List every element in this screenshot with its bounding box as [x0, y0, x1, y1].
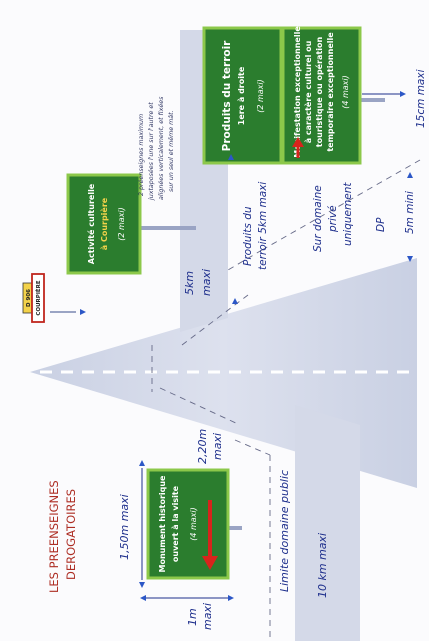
dim-5m-mini-label: 5m mini [404, 191, 416, 234]
title-line2: DEROGATOIRES [64, 489, 78, 580]
red-arrow-up-icon [292, 137, 304, 158]
dim-15cm-label: 15cm maxi [415, 69, 427, 128]
dim-arrow-icon [139, 582, 145, 588]
manif-sign-line1: Manifestation exceptionnelle [293, 26, 302, 158]
dim-arrow-icon [407, 172, 413, 178]
produits-sign [202, 26, 283, 165]
produits-sign-line2: 1ere à droite [237, 66, 246, 125]
dim-5km-label-b: maxi [200, 269, 213, 296]
dim-1m-label: 1m [186, 608, 199, 626]
culture-sign [66, 173, 142, 275]
manif-sign-line5: (4 maxi) [341, 75, 350, 109]
monument-sign-line1: Monument historique [158, 475, 167, 573]
town-sign [31, 273, 45, 323]
title-line1: LES PREENSEIGNES [47, 480, 61, 593]
produits-sign-line1: Produits du terroir [221, 40, 233, 152]
town-sign-road: D 906 [26, 289, 32, 307]
manif-sign-line4: temporaire exceptionnelle [326, 32, 335, 152]
monument-sign-line2: ouvert à la visite [171, 485, 180, 562]
culture-sign-group: Activité culturelle à Courpière (2 maxi) [66, 173, 196, 275]
red-arrow-down-icon [202, 500, 218, 570]
dim-5km-label: 5km [183, 271, 196, 295]
monument-sign-group: Monument historique ouvert à la visite (… [139, 460, 242, 601]
dim-arrow-icon [407, 256, 413, 262]
produits-terroir-label-b: terroir 5km maxi [257, 182, 269, 270]
manif-sign-line2: à caractère culturel ou [303, 40, 313, 143]
prive-label-b: privé [327, 205, 339, 233]
right-signs-group: Produits du terroir 1ere à droite (2 max… [202, 26, 406, 165]
dim-arrow-icon [228, 595, 234, 601]
side-road-right [295, 405, 360, 641]
dim-arrow-icon [232, 298, 238, 304]
dim-220-label-b: maxi [211, 433, 224, 460]
manif-sign [281, 26, 362, 165]
dim-10km-label: 10 km maxi [316, 533, 329, 598]
produits-sign-line3: (2 maxi) [256, 79, 265, 113]
monument-sign-line3: (4 maxi) [189, 507, 198, 541]
dim-arrow-icon [80, 309, 86, 315]
culture-sign-line1: Activité culturelle [86, 183, 96, 264]
dim-220-label: 2,20m [196, 429, 209, 464]
dim-150-label: 1,50m maxi [118, 494, 131, 560]
dp-label: DP [375, 217, 387, 232]
manif-sign-line3: touristique ou opération [314, 37, 324, 148]
note-line1: 2 préenseignes maximum [137, 114, 145, 196]
note-line2: juxtaposées l'une sur l'autre et [147, 102, 155, 201]
prive-label-a: Sur domaine [312, 185, 324, 252]
town-sign-name: COURPIÈRE [34, 280, 42, 315]
produits-terroir-label-a: Produits du [242, 206, 254, 266]
dim-arrow-icon [400, 91, 406, 97]
dim-arrow-icon [139, 460, 145, 466]
culture-sign-line2: à Courpière [99, 197, 109, 250]
culture-sign-line3: (2 maxi) [117, 207, 126, 241]
note-line3: alignées verticalement, et fixées [157, 96, 165, 200]
town-sign-group: D 906 COURPIÈRE [22, 273, 86, 323]
dim-1m-label-b: maxi [201, 603, 214, 630]
prive-label-c: uniquement [342, 182, 354, 246]
dim-arrow-icon [228, 154, 234, 160]
dim-arrow-icon [140, 595, 146, 601]
note-line4: sur un seul et même mât. [167, 110, 175, 192]
limite-domaine-public-label: Limite domaine public [278, 470, 291, 592]
